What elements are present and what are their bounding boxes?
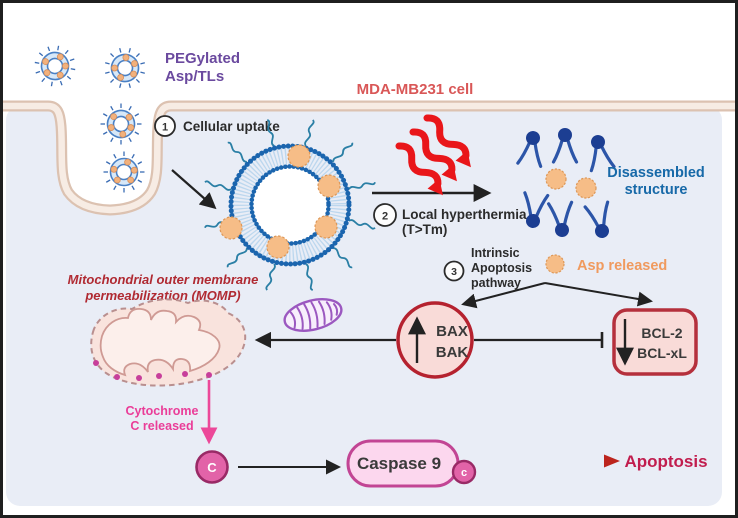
step3-label-line2: Apoptosis bbox=[471, 261, 532, 275]
momp-label-line1: Mitochondrial outer membrane bbox=[68, 272, 259, 287]
apoptosis-label: Apoptosis bbox=[624, 452, 707, 471]
liposome-core bbox=[252, 167, 328, 243]
inner-headgroup-ring bbox=[249, 164, 331, 246]
uptake-arrow bbox=[171, 169, 217, 210]
step3-intrinsic-apoptosis: 3 Intrinsic Apoptosis pathway bbox=[443, 246, 532, 290]
cytochrome-label: Cytochrome C released bbox=[126, 404, 199, 433]
step2-label-line2: (T>Tm) bbox=[402, 222, 447, 237]
disassembled-structure-label: Disassembled structure bbox=[607, 165, 705, 198]
cytochrome-c-letter: C bbox=[207, 460, 217, 475]
released-asp-particles bbox=[545, 168, 597, 199]
step3-number-icon bbox=[443, 260, 465, 282]
inhibition-tbar bbox=[474, 332, 604, 348]
asp-released-label: Asp released bbox=[577, 258, 667, 274]
asp-released-legend: Asp released bbox=[545, 254, 667, 274]
thermosensitive-liposome bbox=[203, 118, 377, 292]
bcl-node: BCL-2 BCL-xL bbox=[612, 308, 698, 376]
apoptosis-arrow bbox=[502, 454, 620, 468]
step2-local-hyperthermia: 2 Local hyperthermia (T>Tm) bbox=[373, 203, 527, 237]
nanoparticle-label: PEGylated Asp/TLs bbox=[165, 50, 240, 85]
outer-headgroup-ring bbox=[228, 143, 352, 267]
caspase9-c-letter: c bbox=[461, 467, 467, 479]
bax-bak-circle bbox=[396, 301, 474, 379]
cytochrome-c-circle bbox=[195, 450, 229, 484]
nanoparticle-label-line2: Asp/TLs bbox=[165, 68, 224, 85]
step2-label-line1: Local hyperthermia bbox=[402, 207, 527, 222]
cytochrome-label-line2: C released bbox=[130, 419, 193, 433]
asp-particle-icon bbox=[545, 254, 565, 274]
cytochrome-label-line1: Cytochrome bbox=[126, 404, 199, 418]
lipid-bilayer-tails bbox=[232, 147, 348, 263]
momp-label-line2: permeabilization (MOMP) bbox=[84, 288, 240, 303]
fork-arrow-to-bax bbox=[461, 282, 546, 309]
step2-number: 2 bbox=[382, 211, 388, 223]
step1-number: 1 bbox=[162, 122, 168, 134]
disassembled-label-line2: structure bbox=[625, 182, 688, 198]
bcl2-label: BCL-2 bbox=[641, 325, 682, 341]
permeabilized-mitochondrion bbox=[90, 298, 247, 387]
caspase9-node: Caspase 9 c bbox=[346, 439, 477, 488]
cytochrome-c-molecule: C bbox=[195, 450, 229, 484]
bax-bak-node: BAX BAK bbox=[396, 301, 474, 379]
step3-label-line3: pathway bbox=[471, 276, 521, 290]
step1-number-icon bbox=[154, 115, 176, 137]
cristae bbox=[99, 308, 221, 377]
caspase9-label: Caspase 9 bbox=[357, 454, 441, 473]
cell-name-label: MDA-MB231 cell bbox=[357, 81, 474, 98]
bax-label: BAX bbox=[436, 323, 468, 340]
disassembled-label-line1: Disassembled bbox=[607, 165, 705, 181]
nanoparticle-label-line1: PEGylated bbox=[165, 50, 240, 67]
asp-drug-in-bilayer bbox=[219, 144, 341, 259]
step2-number-icon bbox=[373, 203, 397, 227]
step1-cellular-uptake: 1 Cellular uptake bbox=[154, 115, 280, 137]
bak-label: BAK bbox=[436, 344, 469, 361]
bcl-box bbox=[612, 308, 698, 376]
step3-number: 3 bbox=[451, 266, 457, 278]
disassembled-lipids bbox=[516, 126, 617, 242]
cytochrome-c-pores bbox=[93, 360, 212, 381]
bclxl-label: BCL-xL bbox=[637, 345, 687, 361]
fork-arrow-to-bcl bbox=[544, 282, 653, 307]
mitochondrion-icon bbox=[283, 298, 343, 332]
step1-label: Cellular uptake bbox=[183, 119, 280, 134]
step3-label-line1: Intrinsic bbox=[471, 246, 520, 260]
caspase9-c-badge bbox=[451, 459, 477, 485]
momp-label: Mitochondrial outer membrane permeabiliz… bbox=[68, 272, 259, 303]
